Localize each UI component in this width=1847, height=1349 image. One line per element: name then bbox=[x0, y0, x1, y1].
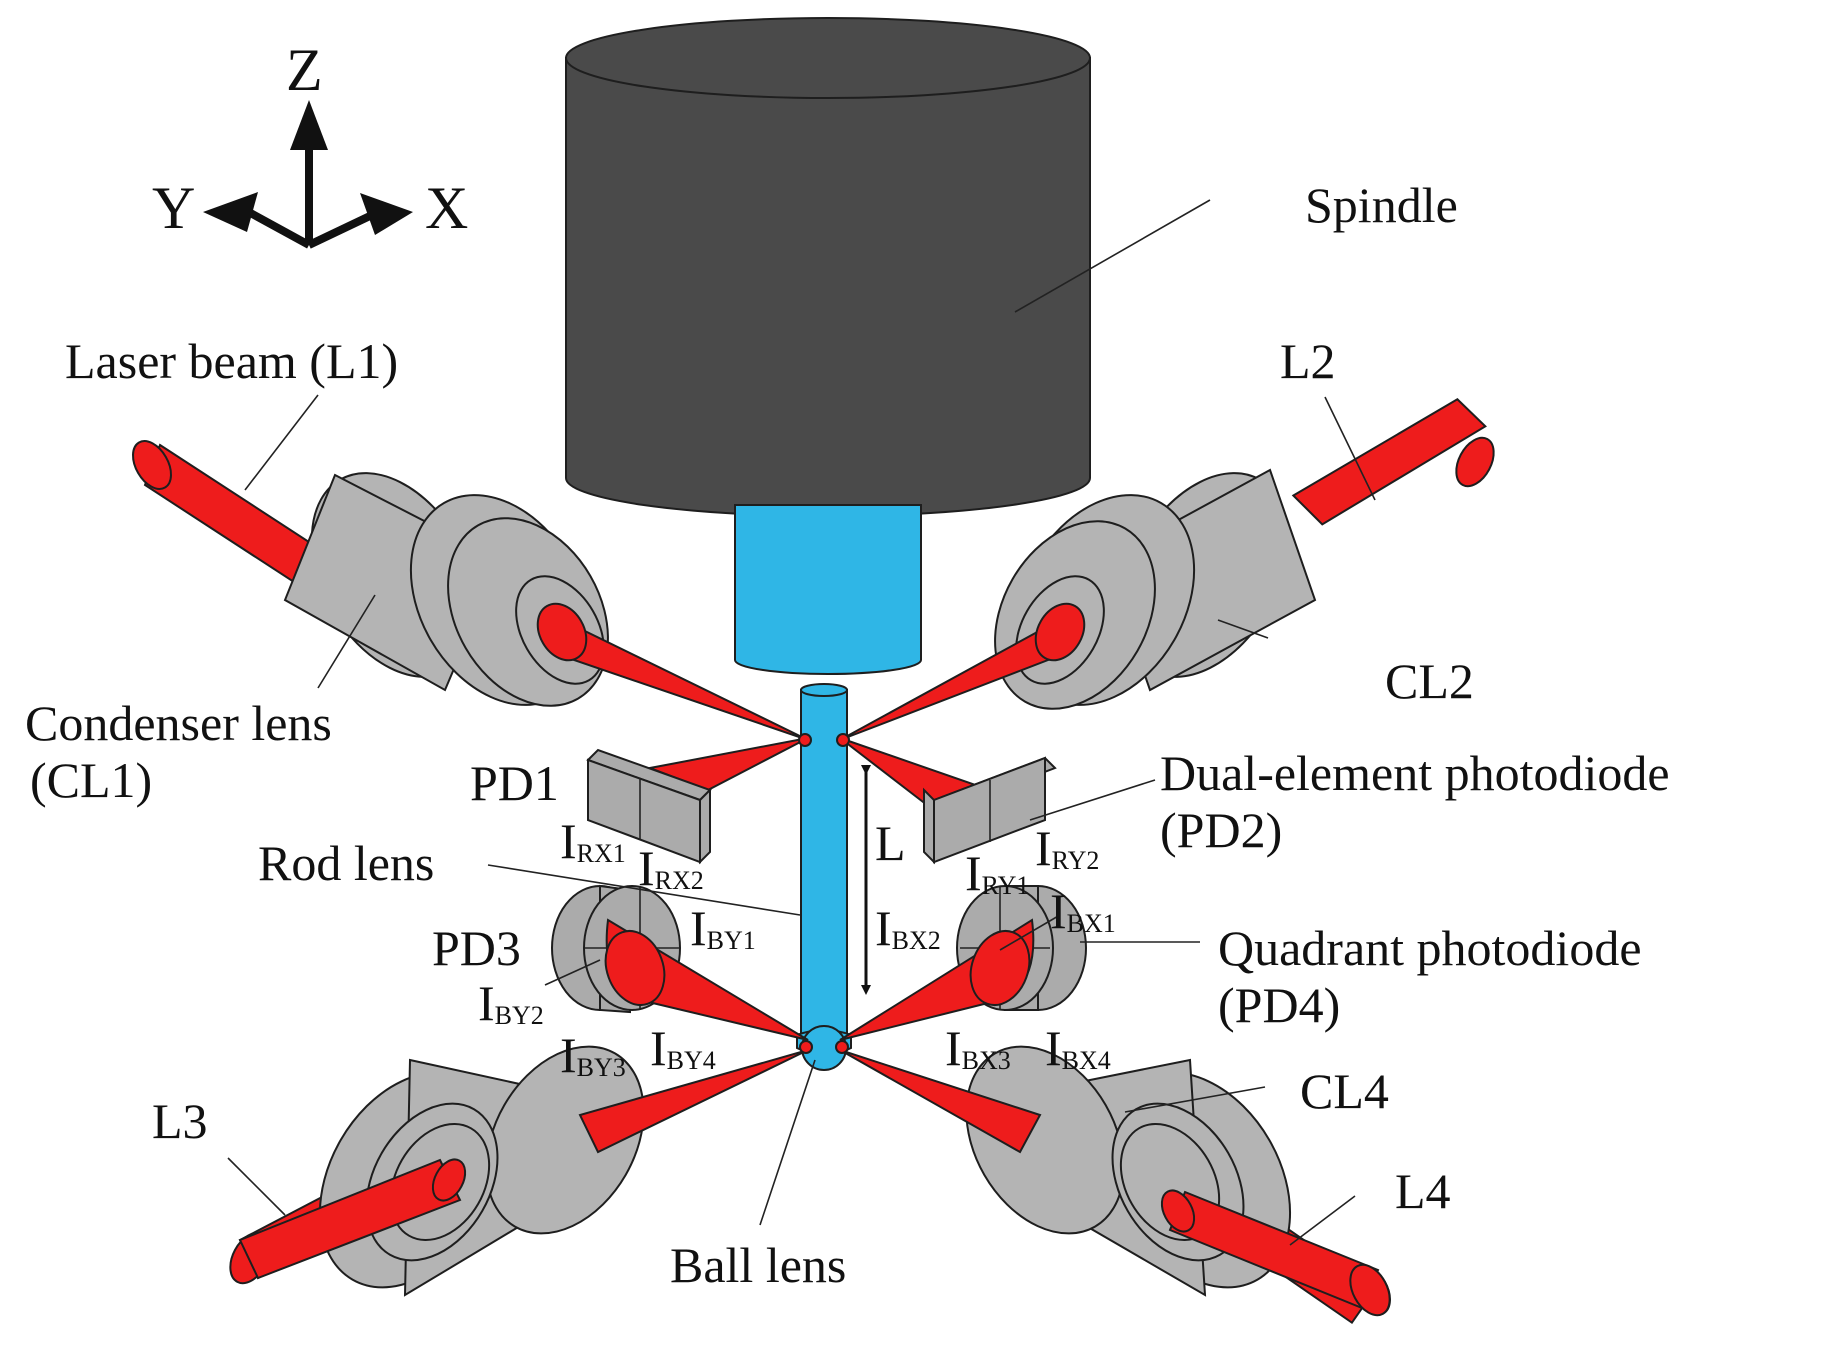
label-cl4: CL4 bbox=[1300, 1063, 1389, 1119]
label-cl2: CL2 bbox=[1385, 653, 1474, 709]
current-iby3: IBY3 bbox=[560, 1027, 626, 1083]
spindle bbox=[565, 17, 1091, 517]
current-iby2: IBY2 bbox=[478, 975, 544, 1031]
current-ibx1: IBX1 bbox=[1050, 883, 1116, 939]
label-pd2-line1: Dual-element photodiode bbox=[1160, 745, 1670, 801]
x-arrow-icon bbox=[360, 193, 413, 235]
label-cl1-line2: (CL1) bbox=[30, 752, 152, 808]
upper-beam-cones bbox=[536, 602, 1086, 817]
label-l4: L4 bbox=[1395, 1163, 1451, 1219]
label-pd1: PD1 bbox=[470, 755, 559, 811]
current-ibx4: IBX4 bbox=[1045, 1020, 1111, 1076]
laser-rods-front bbox=[238, 1158, 1391, 1317]
label-l2: L2 bbox=[1280, 333, 1336, 389]
label-pd4-line2: (PD4) bbox=[1218, 977, 1340, 1033]
current-iry1: IRY1 bbox=[965, 845, 1029, 901]
current-ibx3: IBX3 bbox=[945, 1020, 1011, 1076]
current-irx2: IRX2 bbox=[638, 840, 704, 896]
current-irx1: IRX1 bbox=[560, 813, 626, 869]
label-pd2-line2: (PD2) bbox=[1160, 802, 1282, 858]
z-arrow-icon bbox=[290, 100, 328, 150]
label-cl1-line1: Condenser lens bbox=[25, 695, 332, 751]
label-rod-lens: Rod lens bbox=[258, 835, 434, 891]
y-arrow-icon bbox=[203, 192, 258, 232]
axis-z-label: Z bbox=[286, 37, 323, 103]
leader-lines bbox=[227, 199, 1376, 1246]
lower-beam-cones bbox=[578, 918, 1042, 1154]
axis-y-label: Y bbox=[152, 175, 195, 241]
photodiode-pd1 bbox=[586, 748, 712, 865]
laser-beam-l1-end bbox=[132, 440, 172, 490]
current-labels: IRX1 IRX2 IRY1 IRY2 IBY1 IBY2 IBY3 IBY4 … bbox=[478, 813, 1116, 1083]
label-laser-beam-l1: Laser beam (L1) bbox=[65, 333, 398, 389]
axis-x-label: X bbox=[425, 175, 468, 241]
label-ball-lens: Ball lens bbox=[670, 1237, 846, 1293]
label-l3: L3 bbox=[152, 1093, 208, 1149]
current-iby4: IBY4 bbox=[650, 1020, 716, 1076]
rod-lens-assembly bbox=[734, 504, 922, 1056]
current-ibx2: IBX2 bbox=[875, 900, 941, 956]
labels: Spindle Laser beam (L1) L2 Condenser len… bbox=[25, 177, 1670, 1293]
laser-beam-l2 bbox=[1291, 398, 1487, 526]
label-length: L bbox=[875, 815, 906, 871]
label-pd3: PD3 bbox=[432, 920, 521, 976]
label-spindle: Spindle bbox=[1305, 177, 1458, 233]
coordinate-axes: Z Y X bbox=[152, 37, 468, 249]
label-pd4-line1: Quadrant photodiode bbox=[1218, 920, 1642, 976]
current-iby1: IBY1 bbox=[690, 900, 756, 956]
focal-points bbox=[798, 733, 850, 1054]
photodiode-pd2 bbox=[923, 756, 1057, 865]
laser-beam-l2-end bbox=[1455, 436, 1495, 488]
current-iry2: IRY2 bbox=[1035, 820, 1099, 876]
